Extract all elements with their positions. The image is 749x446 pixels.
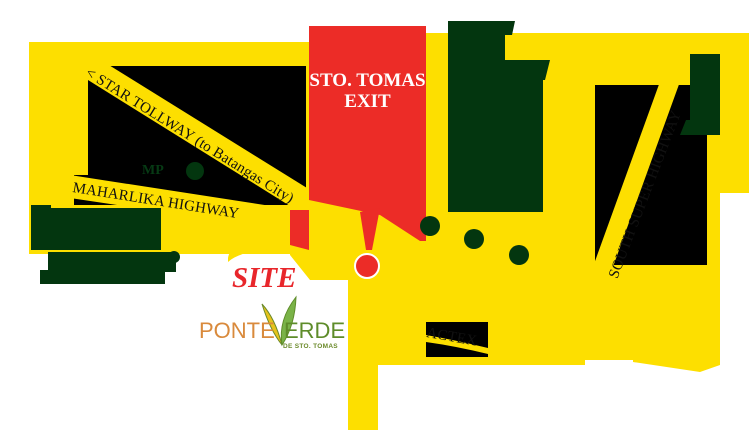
green-block-right <box>680 54 720 135</box>
exit-label-line1: STO. TOMAS <box>309 70 426 91</box>
maharlika-band <box>70 175 310 232</box>
green-block-left-2 <box>48 252 176 272</box>
exit-label-line2: EXIT <box>344 91 391 112</box>
logo-subtitle: DE STO. TOMAS <box>283 343 338 350</box>
green-block-center <box>448 21 550 212</box>
logo-erde: ERDE <box>284 318 346 343</box>
site-label: SITE <box>232 262 297 294</box>
site-pin <box>354 253 380 279</box>
star-tollway-band <box>88 62 307 206</box>
green-block-left-1 <box>31 208 161 250</box>
mp-label: MP <box>142 163 164 178</box>
exit-label: STO. TOMAS EXIT <box>309 70 426 112</box>
south-super-band <box>590 54 690 275</box>
logo-ponte: PONTE <box>199 318 275 343</box>
logo-leaf-icon <box>261 295 297 347</box>
